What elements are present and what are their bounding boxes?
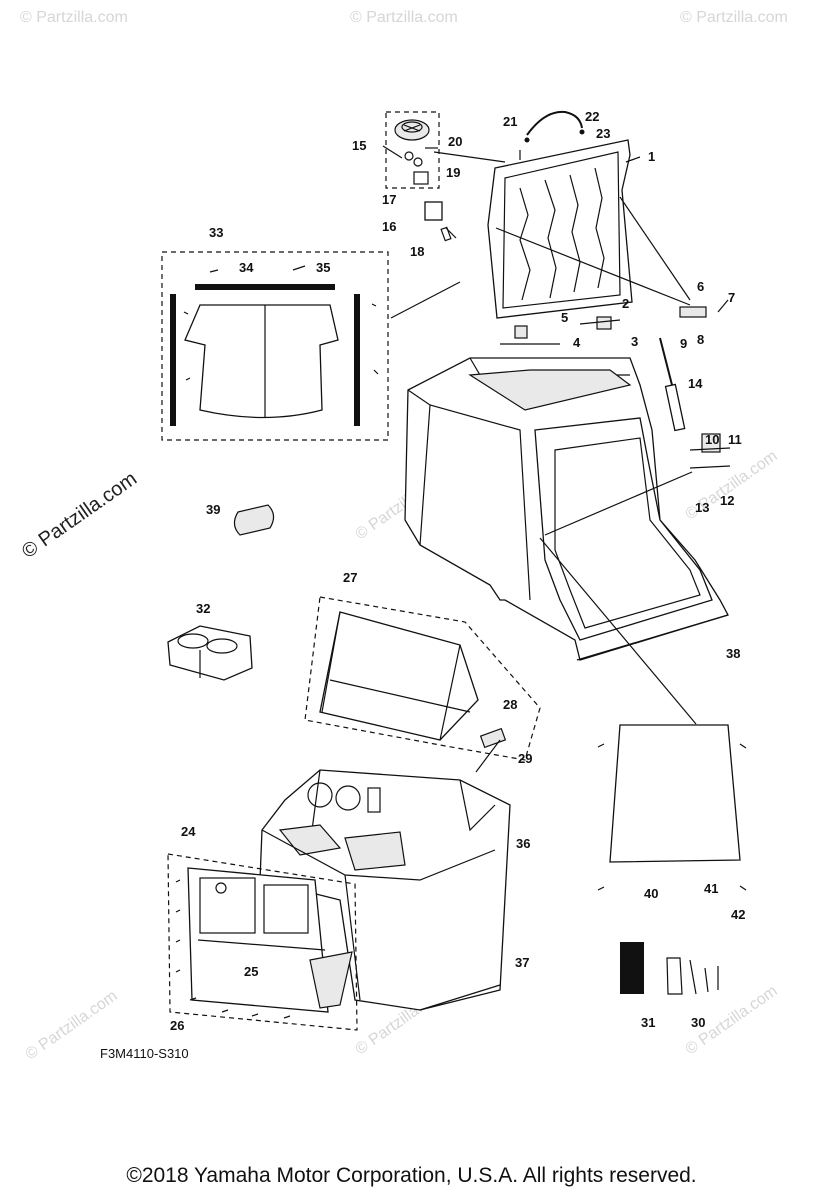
gas-spring[interactable] xyxy=(659,337,686,432)
callout-31: 31 xyxy=(641,1015,655,1030)
callout-12: 12 xyxy=(720,493,734,508)
callout-20: 20 xyxy=(448,134,462,149)
top-lid-panel[interactable] xyxy=(487,139,633,319)
callout-16: 16 xyxy=(382,219,396,234)
callout-2: 2 xyxy=(622,296,629,311)
cab-body[interactable] xyxy=(404,357,729,661)
callout-17: 17 xyxy=(382,192,396,207)
windscreen-panel-kit[interactable] xyxy=(304,596,541,761)
callout-19: 19 xyxy=(446,165,460,180)
callout-38: 38 xyxy=(726,646,740,661)
latch-assembly[interactable] xyxy=(385,111,440,189)
callout-15: 15 xyxy=(352,138,366,153)
callout-34: 34 xyxy=(239,260,254,275)
callout-29: 29 xyxy=(518,751,532,766)
callout-9: 9 xyxy=(680,336,687,351)
callout-36: 36 xyxy=(516,836,530,851)
tool-kit[interactable] xyxy=(666,957,719,995)
callout-1: 1 xyxy=(648,149,655,164)
watermark-text: © Partzilla.com xyxy=(20,9,128,26)
callout-7: 7 xyxy=(728,290,735,305)
callout-24: 24 xyxy=(181,824,196,839)
watermark-text: © Partzilla.com xyxy=(680,9,788,26)
callout-32: 32 xyxy=(196,601,210,616)
diagram-code: F3M4110-S310 xyxy=(100,1046,189,1061)
console-front-panel-kit[interactable] xyxy=(167,853,358,1031)
windshield-glass[interactable] xyxy=(597,724,747,891)
latch-plate[interactable] xyxy=(424,201,457,242)
callout-5: 5 xyxy=(561,310,568,325)
copyright-notice: ©2018 Yamaha Motor Corporation, U.S.A. A… xyxy=(126,1164,697,1187)
callout-6: 6 xyxy=(697,279,704,294)
callout-35: 35 xyxy=(316,260,330,275)
callout-39: 39 xyxy=(206,502,220,517)
callout-3: 3 xyxy=(631,334,638,349)
leader-lines xyxy=(382,145,729,773)
owners-manual[interactable] xyxy=(620,942,644,994)
callout-11: 11 xyxy=(728,432,742,447)
callout-27: 27 xyxy=(343,570,357,585)
callout-30: 30 xyxy=(691,1015,705,1030)
callout-8: 8 xyxy=(697,332,704,347)
callout-26: 26 xyxy=(170,1018,184,1033)
callout-18: 18 xyxy=(410,244,424,259)
callout-40: 40 xyxy=(644,886,658,901)
grab-handle[interactable] xyxy=(519,110,585,160)
cup-holder[interactable] xyxy=(233,504,275,536)
roof-panel-kit[interactable] xyxy=(161,251,389,441)
callout-10: 10 xyxy=(705,432,719,447)
callout-41: 41 xyxy=(704,881,718,896)
callout-22: 22 xyxy=(585,109,599,124)
callout-33: 33 xyxy=(209,225,223,240)
callout-42: 42 xyxy=(731,907,745,922)
callout-25: 25 xyxy=(244,964,258,979)
storage-tray[interactable] xyxy=(167,625,253,681)
callout-14: 14 xyxy=(688,376,703,391)
callout-13: 13 xyxy=(695,500,709,515)
callout-21: 21 xyxy=(503,114,517,129)
callout-37: 37 xyxy=(515,955,529,970)
hinge-hardware[interactable] xyxy=(500,306,731,469)
callout-labels: 1 2 3 4 5 6 7 8 9 10 11 12 13 14 15 16 1… xyxy=(170,109,745,1033)
watermark-text: © Partzilla.com xyxy=(350,9,458,26)
callout-23: 23 xyxy=(596,126,610,141)
callout-28: 28 xyxy=(503,697,517,712)
callout-4: 4 xyxy=(573,335,581,350)
